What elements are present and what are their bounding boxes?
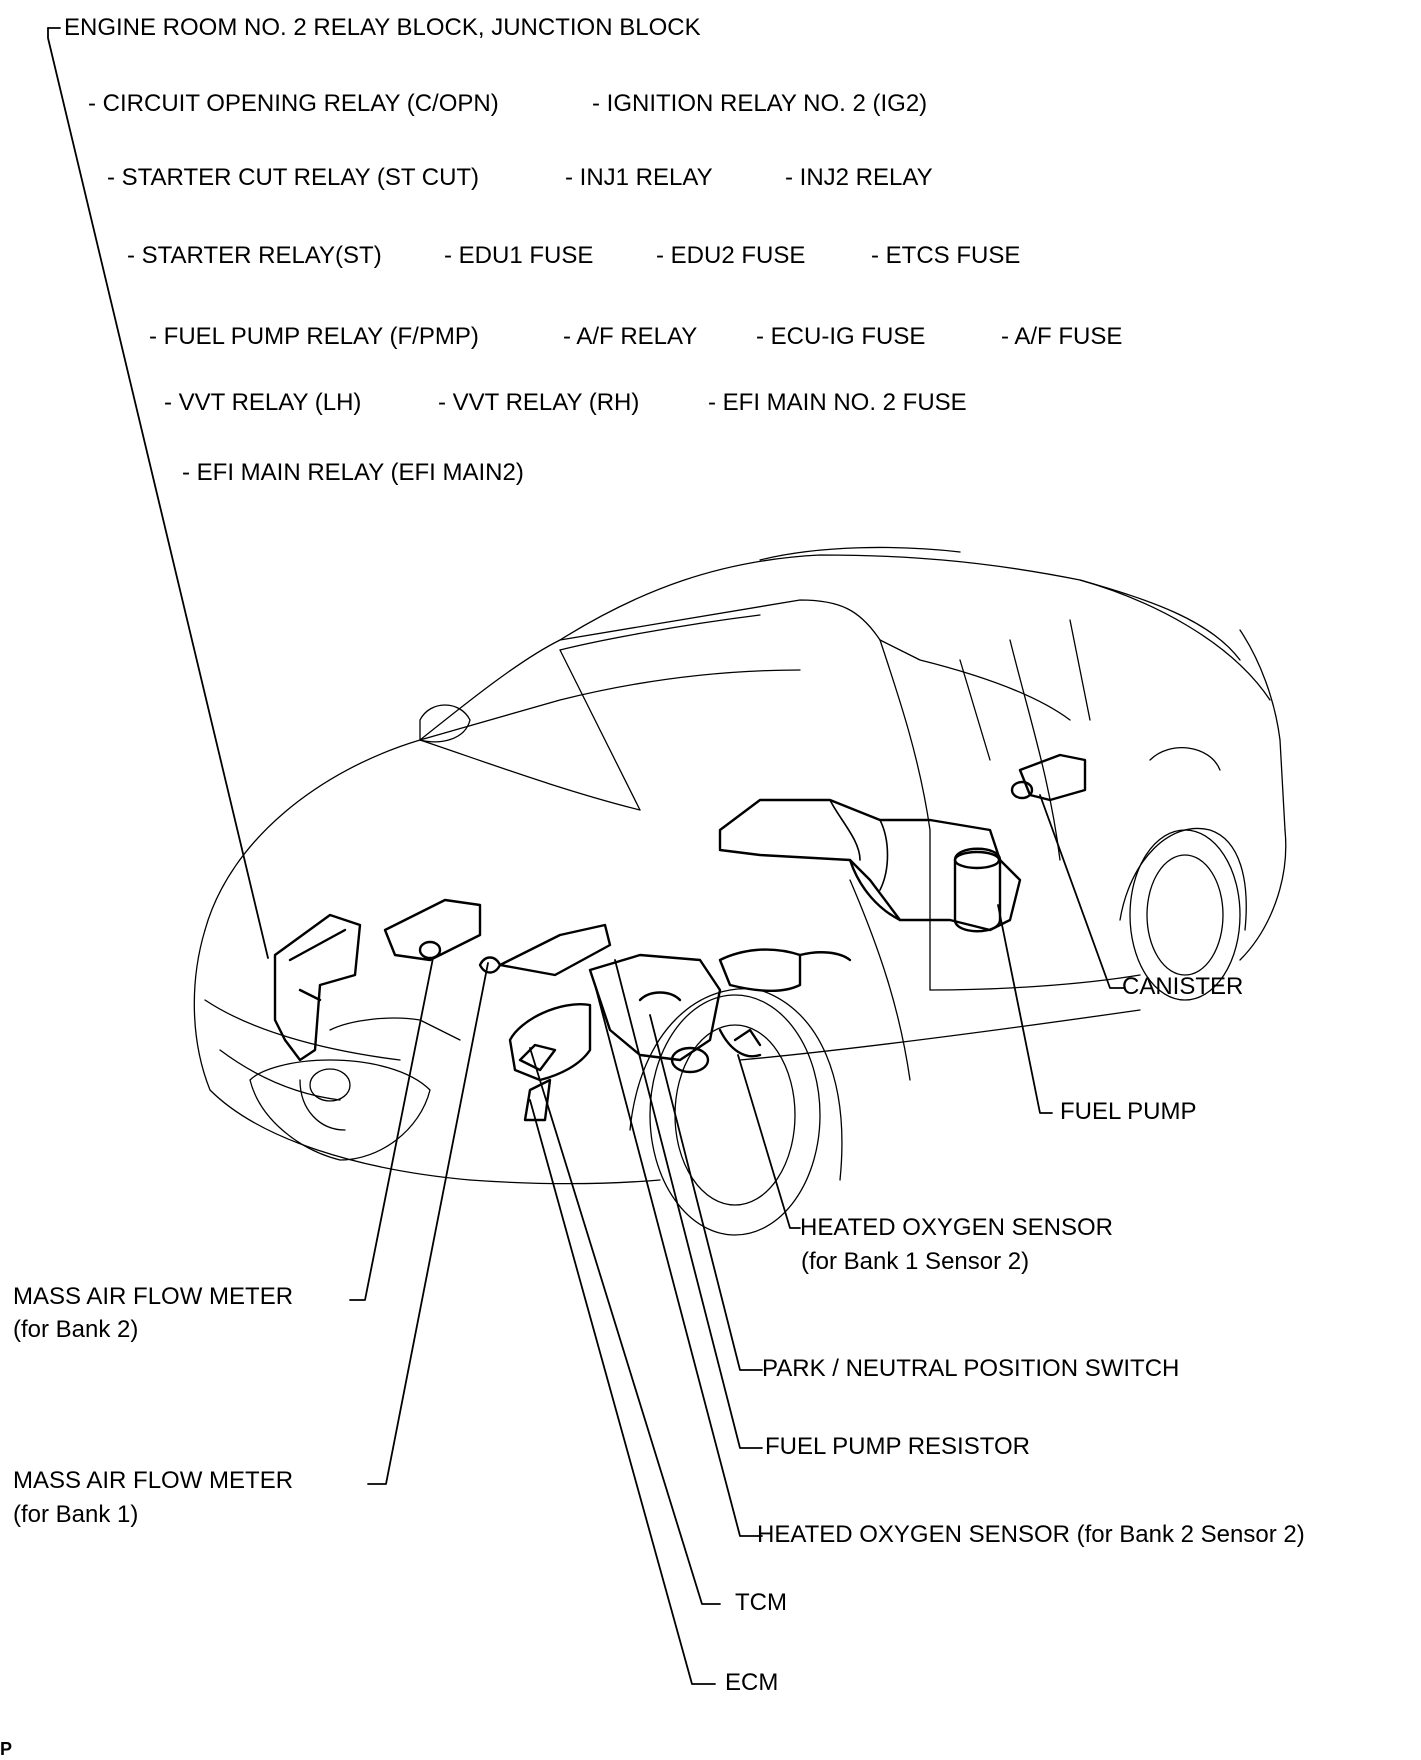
relay-item: - ECU-IG FUSE [756,323,926,350]
fuel-pump-shape [953,847,1002,933]
leader-ho2-b2s2 [594,984,763,1537]
label-canister: CANISTER [1122,973,1244,1000]
maf-bank1-shape [478,956,502,974]
maf-bank2-shape [383,898,482,962]
relay-item: - IGNITION RELAY NO. 2 (IG2) [592,90,928,117]
relay-item: - EFI MAIN NO. 2 FUSE [708,389,967,416]
label-fuel-pump: FUEL PUMP [1060,1098,1197,1125]
relay-row-4: - FUEL PUMP RELAY (F/PMP) - A/F RELAY - … [0,322,1421,352]
leader-fuel-pump [997,904,1053,1114]
label-maf-bank1-line2: (for Bank 1) [13,1501,139,1528]
leader-ho2-b1s2 [737,1054,801,1229]
leader-ecm [529,1099,716,1685]
relay-item: - FUEL PUMP RELAY (F/PMP) [149,323,479,350]
label-ho2-b1s2-line1: HEATED OXYGEN SENSOR [800,1214,1113,1241]
relay-row-2: - STARTER CUT RELAY (ST CUT) - INJ1 RELA… [0,163,1421,193]
relay-item: - ETCS FUSE [871,242,1021,269]
relay-item: - EFI MAIN RELAY (EFI MAIN2) [182,459,524,486]
leader-maf-bank1 [367,962,489,1485]
relay-item: - EDU1 FUSE [444,242,594,269]
leader-park-neutral [649,1014,763,1371]
engine-shape [588,953,722,1062]
leader-canister [1039,794,1126,989]
label-maf-bank1-line1: MASS AIR FLOW METER [13,1467,294,1494]
label-ho2-b2s2: HEATED OXYGEN SENSOR (for Bank 2 Sensor … [757,1521,1305,1548]
relay-item: - INJ1 RELAY [565,164,713,191]
leader-fuel-pump-resistor [614,959,763,1449]
car-body-outline [193,546,1287,1236]
ecm-tcm-shape [508,1003,592,1082]
relay-item: - A/F RELAY [563,323,698,350]
label-ho2-b1s2-line2: (for Bank 1 Sensor 2) [801,1248,1030,1275]
relay-item: - CIRCUIT OPENING RELAY (C/OPN) [88,90,499,117]
label-maf-bank2-line1: MASS AIR FLOW METER [13,1283,294,1310]
leader-tcm [529,1047,721,1605]
relay-item: - EDU2 FUSE [656,242,806,269]
figure-code: P [0,1739,13,1759]
relay-block-title: ENGINE ROOM NO. 2 RELAY BLOCK, JUNCTION … [64,14,701,41]
relay-block-shape [273,913,362,1062]
leader-lines [47,27,1126,1685]
relay-item: - STARTER CUT RELAY (ST CUT) [107,164,480,191]
label-ecm: ECM [725,1669,779,1696]
label-tcm: TCM [735,1589,787,1616]
component-shapes [273,753,1087,1122]
leader-relay-block [47,27,269,959]
relay-item: - A/F FUSE [1001,323,1123,350]
relay-row-5: - VVT RELAY (LH) - VVT RELAY (RH) - EFI … [0,388,1421,418]
label-maf-bank2-line2: (for Bank 2) [13,1316,139,1343]
relay-item: - VVT RELAY (RH) [438,389,640,416]
label-park-neutral-switch: PARK / NEUTRAL POSITION SWITCH [762,1355,1180,1382]
fuel-tank-shape [718,798,1022,932]
relay-item: - INJ2 RELAY [785,164,933,191]
relay-row-1: - CIRCUIT OPENING RELAY (C/OPN) - IGNITI… [0,89,1421,119]
leader-maf-bank2 [349,957,434,1301]
relay-item: - VVT RELAY (LH) [164,389,362,416]
relay-row-3: - STARTER RELAY(ST) - EDU1 FUSE - EDU2 F… [0,241,1421,271]
relay-row-6: - EFI MAIN RELAY (EFI MAIN2) [0,458,1421,488]
relay-item: - STARTER RELAY(ST) [127,242,382,269]
label-fuel-pump-resistor: FUEL PUMP RESISTOR [765,1433,1030,1460]
